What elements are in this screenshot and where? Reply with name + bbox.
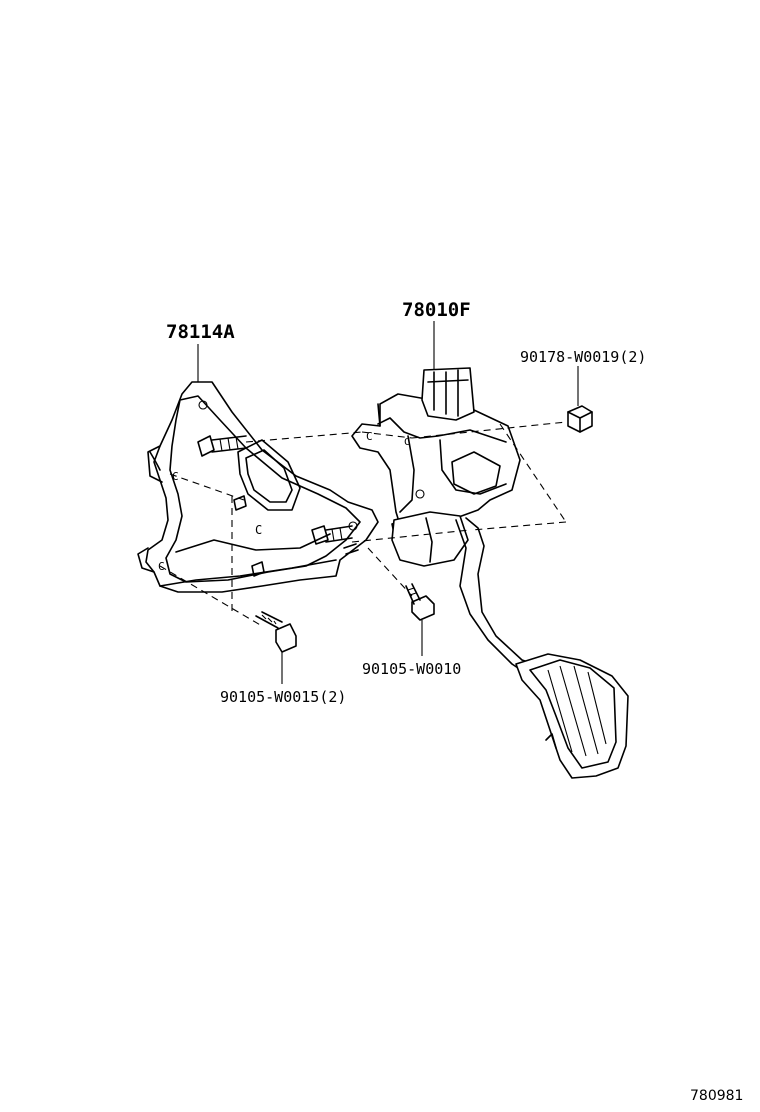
svg-text:C: C xyxy=(404,437,410,448)
figure-number: 780981 xyxy=(690,1088,743,1104)
bolt-center[interactable] xyxy=(405,583,435,621)
pedal-bracket[interactable]: C C C xyxy=(137,381,379,593)
bolt-lower[interactable] xyxy=(255,611,297,653)
label-90105-W0015: 90105-W0015(2) xyxy=(220,688,346,706)
svg-text:C: C xyxy=(255,523,262,537)
leader-lines xyxy=(197,321,579,684)
assembly-guide-lines xyxy=(159,421,567,627)
label-90178-W0019: 90178-W0019(2) xyxy=(520,348,646,366)
label-78114A: 78114A xyxy=(166,321,235,343)
label-78010F: 78010F xyxy=(402,299,471,321)
svg-text:C: C xyxy=(366,430,373,443)
nut-hardware[interactable] xyxy=(567,405,593,433)
accelerator-pedal-assembly[interactable]: C C xyxy=(351,367,629,779)
label-90105-W0010: 90105-W0010 xyxy=(362,660,461,678)
svg-text:C: C xyxy=(172,470,179,483)
